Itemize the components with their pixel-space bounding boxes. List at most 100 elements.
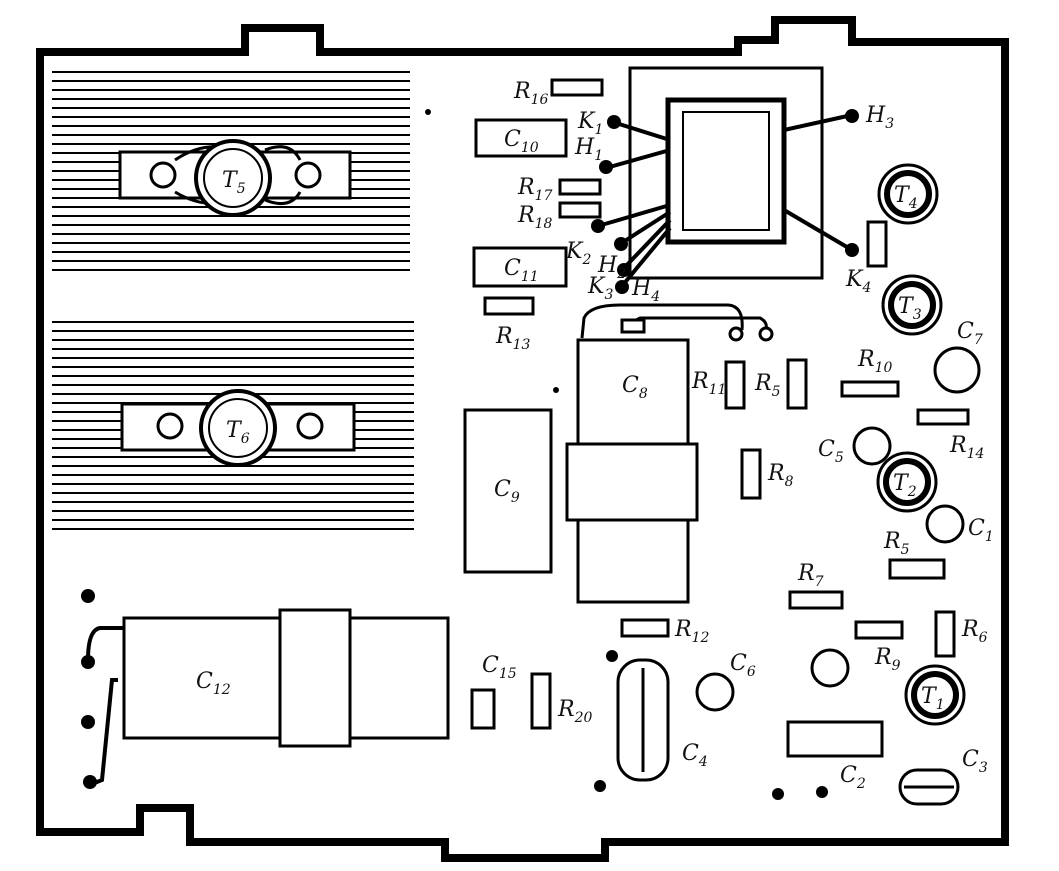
- label-h4: H4: [631, 276, 660, 305]
- resistor-r10: [840, 380, 900, 398]
- capacitor-c12-clamp: [278, 608, 352, 748]
- capacitor-c11: [472, 246, 568, 288]
- label-t2: T2: [893, 471, 917, 500]
- label-h1: H1: [574, 135, 603, 164]
- capacitor-c5: [852, 426, 892, 466]
- capacitor-c12-wires: [86, 626, 124, 786]
- label-r12: R12: [674, 617, 709, 646]
- small-components-center: [463, 358, 808, 782]
- capacitor-c12: [86, 608, 450, 786]
- label-c4: C4: [682, 741, 708, 770]
- label-c1: C1: [968, 516, 994, 545]
- heatsink-top: T5: [52, 71, 410, 271]
- transformer: [591, 66, 859, 294]
- transistor-t1: T1: [904, 664, 966, 726]
- label-c7: C7: [957, 319, 983, 348]
- label-r14: R14: [949, 433, 984, 462]
- resistor-r6: [934, 610, 956, 658]
- label-r5-center: R5: [754, 371, 781, 400]
- label-c3: C3: [962, 747, 988, 776]
- t5-screw-hole-left: [149, 161, 177, 189]
- transistor-t2: T2: [876, 451, 938, 513]
- resistor-r13: [483, 296, 535, 316]
- resistor-r14: [916, 408, 970, 426]
- label-k4: K4: [845, 267, 871, 296]
- label-k1: K1: [577, 109, 603, 138]
- capacitor-c8-lug-2: [758, 326, 774, 342]
- resistor-r12: [620, 618, 670, 638]
- transformer-core: [665, 97, 787, 245]
- label-k2: K2: [565, 239, 591, 268]
- transistor-t4: T4: [877, 163, 939, 225]
- capacitor-c6: [695, 672, 735, 712]
- label-c8: C8: [622, 373, 648, 402]
- capacitor-c15: [470, 688, 496, 730]
- resistor-k4-side: [866, 220, 888, 268]
- capacitor-c8-clamp: [565, 442, 699, 522]
- label-c9: C9: [494, 477, 520, 506]
- resistor-r5-center: [786, 358, 808, 410]
- resistor-r9: [854, 620, 904, 640]
- transistor-t3: T3: [881, 274, 943, 336]
- small-components-right: [786, 346, 981, 806]
- label-c15: C15: [482, 653, 517, 682]
- label-t1: T1: [921, 684, 945, 713]
- t6-screw-hole-right: [296, 412, 324, 440]
- resistor-r16: [550, 78, 604, 97]
- label-t4: T4: [894, 183, 918, 212]
- heatsink-bottom: T6: [52, 321, 414, 530]
- label-c5: C5: [818, 437, 844, 466]
- label-r10: R10: [857, 347, 892, 376]
- label-k3: K3: [587, 274, 613, 303]
- t6-screw-hole-left: [156, 412, 184, 440]
- label-r16: R16: [513, 79, 548, 108]
- label-r18: R18: [517, 203, 552, 232]
- label-t3: T3: [898, 294, 922, 323]
- label-r17: R17: [517, 175, 552, 204]
- resistor-r20: [530, 672, 552, 730]
- label-h2: H2: [597, 253, 626, 282]
- resistor-r11: [724, 360, 746, 410]
- mounting-dots: [81, 109, 828, 800]
- resistor-r17: [558, 178, 602, 196]
- resistor-r7: [788, 590, 844, 610]
- t5-screw-hole-right: [294, 161, 322, 189]
- label-r9: R9: [874, 645, 901, 674]
- capacitor-unlabeled: [810, 648, 850, 688]
- label-r11: R11: [691, 369, 726, 398]
- capacitor-c10: [474, 118, 568, 158]
- label-t5: T5: [222, 168, 246, 197]
- label-c11: C11: [504, 256, 539, 285]
- capacitor-c7: [933, 346, 981, 394]
- label-r20: R20: [557, 697, 592, 726]
- capacitor-c1: [925, 504, 965, 544]
- capacitor-c8: [565, 303, 774, 604]
- resistor-r18: [558, 201, 602, 219]
- resistor-r5-right: [888, 558, 946, 580]
- transformer-leads: [597, 113, 854, 288]
- label-r8: R8: [767, 461, 794, 490]
- capacitor-c9: [463, 408, 553, 574]
- capacitor-c2: [786, 720, 884, 758]
- label-t6: T6: [226, 418, 250, 447]
- board-outline: [36, 16, 1009, 862]
- capacitor-c8-terminal: [620, 318, 646, 334]
- capacitor-c8-lug-1: [728, 326, 744, 342]
- label-c10: C10: [504, 127, 539, 156]
- transistor-t6-inner: [208, 398, 268, 458]
- transformer-frame: [628, 66, 824, 280]
- label-r13: R13: [495, 324, 530, 353]
- resistor-r8: [740, 448, 762, 500]
- label-r5-right: R5: [883, 529, 910, 558]
- small-components-top: [472, 78, 888, 316]
- label-c12: C12: [196, 669, 231, 698]
- label-r6: R6: [961, 617, 988, 646]
- label-c6: C6: [730, 651, 756, 680]
- label-h3: H3: [865, 103, 894, 132]
- transformer-window: [682, 111, 770, 231]
- transistor-t5-inner: [203, 148, 263, 208]
- label-c2: C2: [840, 763, 866, 792]
- transformer-pads: [591, 109, 859, 294]
- label-r7: R7: [797, 561, 824, 590]
